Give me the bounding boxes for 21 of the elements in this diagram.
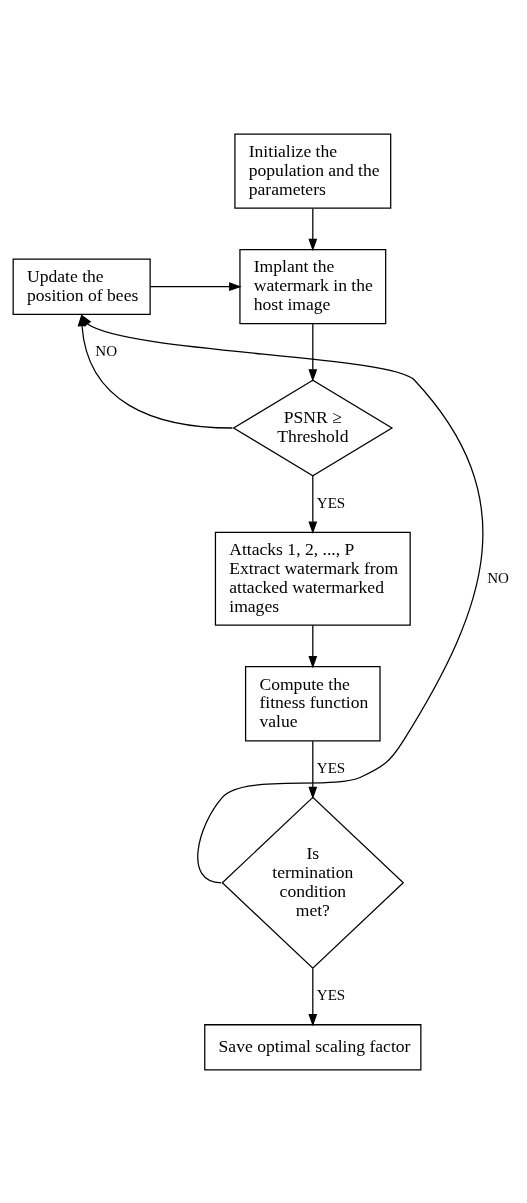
edge-label: NO [487,569,509,586]
edge-label: YES [316,494,346,511]
node-box: Save optimal scaling factor [204,1023,422,1071]
arrow [308,322,318,382]
node-box: Implant the watermark in the host image [239,248,387,324]
arrow [308,207,318,251]
node-box: Attacks 1, 2, ..., P Extract watermark from attacked watermarked images [214,531,411,626]
node-diamond: PSNR ≥ Threshold [232,379,394,476]
node-box: Initialize the population and the parameters [234,132,392,209]
edge-label: NO [95,342,118,359]
edge-label: YES [316,986,346,1003]
arrow [80,313,484,883]
arrow [308,624,318,668]
node-box: Update the position of bees [12,257,151,315]
arrow [308,740,318,799]
node-diamond: Is termination condition met? [221,796,405,969]
arrow [149,281,242,291]
arrow [308,474,318,534]
node-box: Compute the fitness function value [244,665,381,741]
arrow [308,967,318,1027]
edge-label: YES [316,759,346,776]
